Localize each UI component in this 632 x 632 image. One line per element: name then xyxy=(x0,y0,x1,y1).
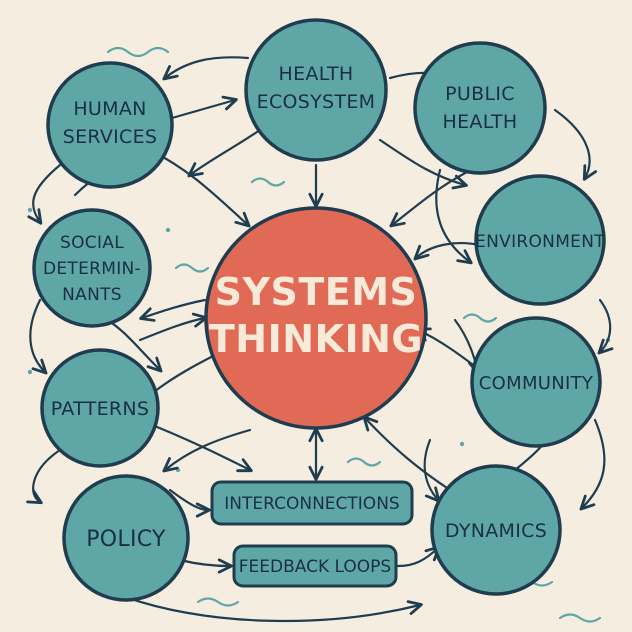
node-label: PUBLIC xyxy=(445,83,515,105)
arrow-connector xyxy=(178,558,233,574)
arrow-connector xyxy=(435,168,473,265)
arrow-connector xyxy=(29,298,48,375)
arrow-connector xyxy=(187,128,262,178)
arrow-connector xyxy=(138,312,208,342)
node-label: SOCIAL xyxy=(60,233,124,253)
arrow-connector xyxy=(423,438,441,503)
connectors xyxy=(26,56,614,623)
box-interconnections: INTERCONNECTIONS xyxy=(210,480,414,526)
squiggle xyxy=(462,313,498,323)
box-label: INTERCONNECTIONS xyxy=(224,494,399,514)
arrow-connector xyxy=(138,418,253,473)
node-label: ENVIRONMENT xyxy=(475,232,605,252)
node-public-health: PUBLIC HEALTH xyxy=(413,41,547,175)
node-label: POLICY xyxy=(86,527,166,552)
node-human-services: HUMAN SERVICES xyxy=(46,61,174,189)
arrow-connector xyxy=(168,488,211,518)
node-label: HUMAN xyxy=(73,98,146,120)
arrow-connector xyxy=(362,415,452,492)
dot xyxy=(27,207,33,213)
dot xyxy=(175,467,181,473)
node-label: COMMUNITY xyxy=(479,373,594,394)
arrow-connector xyxy=(139,298,207,322)
arrow-connector xyxy=(553,108,598,181)
arrow-connector xyxy=(162,56,250,81)
arrow-connector xyxy=(413,242,482,261)
squiggle xyxy=(558,613,602,623)
node-label: ECOSYSTEM xyxy=(257,91,376,113)
arrow-connector xyxy=(162,428,252,473)
box-feedback-loops: FEEDBACK LOOPS xyxy=(232,544,398,588)
arrow-connector xyxy=(27,163,62,225)
squiggle xyxy=(250,177,286,187)
dot xyxy=(27,369,33,375)
squiggle xyxy=(346,457,382,467)
arrow-connector xyxy=(378,138,468,190)
node-social-determinants: SOCIAL DETERMIN- NANTS xyxy=(32,208,152,328)
squiggle xyxy=(106,46,170,58)
dot xyxy=(165,227,171,233)
node-label: NANTS xyxy=(62,285,122,305)
node-patterns: PATTERNS xyxy=(40,348,160,468)
arrow-connector xyxy=(579,418,606,511)
center-title-line2: THINKING xyxy=(209,317,423,361)
node-label: HEALTH xyxy=(279,63,354,85)
arrow-connector xyxy=(163,95,238,122)
arrow-connector xyxy=(118,593,423,623)
node-dynamics: DYNAMICS xyxy=(430,464,562,596)
arrow-connector xyxy=(389,166,477,228)
squiggle xyxy=(196,597,240,607)
node-label: DETERMIN- xyxy=(43,259,141,279)
arrow-connector xyxy=(26,448,62,505)
arrow-connector xyxy=(148,148,251,228)
arrow-connector xyxy=(396,545,441,568)
squiggle xyxy=(174,263,210,273)
node-environment: ENVIRONMENT xyxy=(474,174,606,306)
node-community: COMMUNITY xyxy=(470,316,602,448)
dot xyxy=(459,441,465,447)
node-label: PATTERNS xyxy=(51,398,150,420)
node-policy: POLICY xyxy=(62,474,190,602)
arrow-connector xyxy=(597,298,614,355)
center-systems-thinking: SYSTEMS THINKING xyxy=(204,206,428,430)
node-label: HEALTH xyxy=(443,111,518,133)
node-label: DYNAMICS xyxy=(445,520,547,542)
box-label: FEEDBACK LOOPS xyxy=(239,557,391,577)
center-title-line1: SYSTEMS xyxy=(215,270,418,314)
node-health-ecosystem: HEALTH ECOSYSTEM xyxy=(244,18,388,162)
node-label: SERVICES xyxy=(63,126,158,148)
